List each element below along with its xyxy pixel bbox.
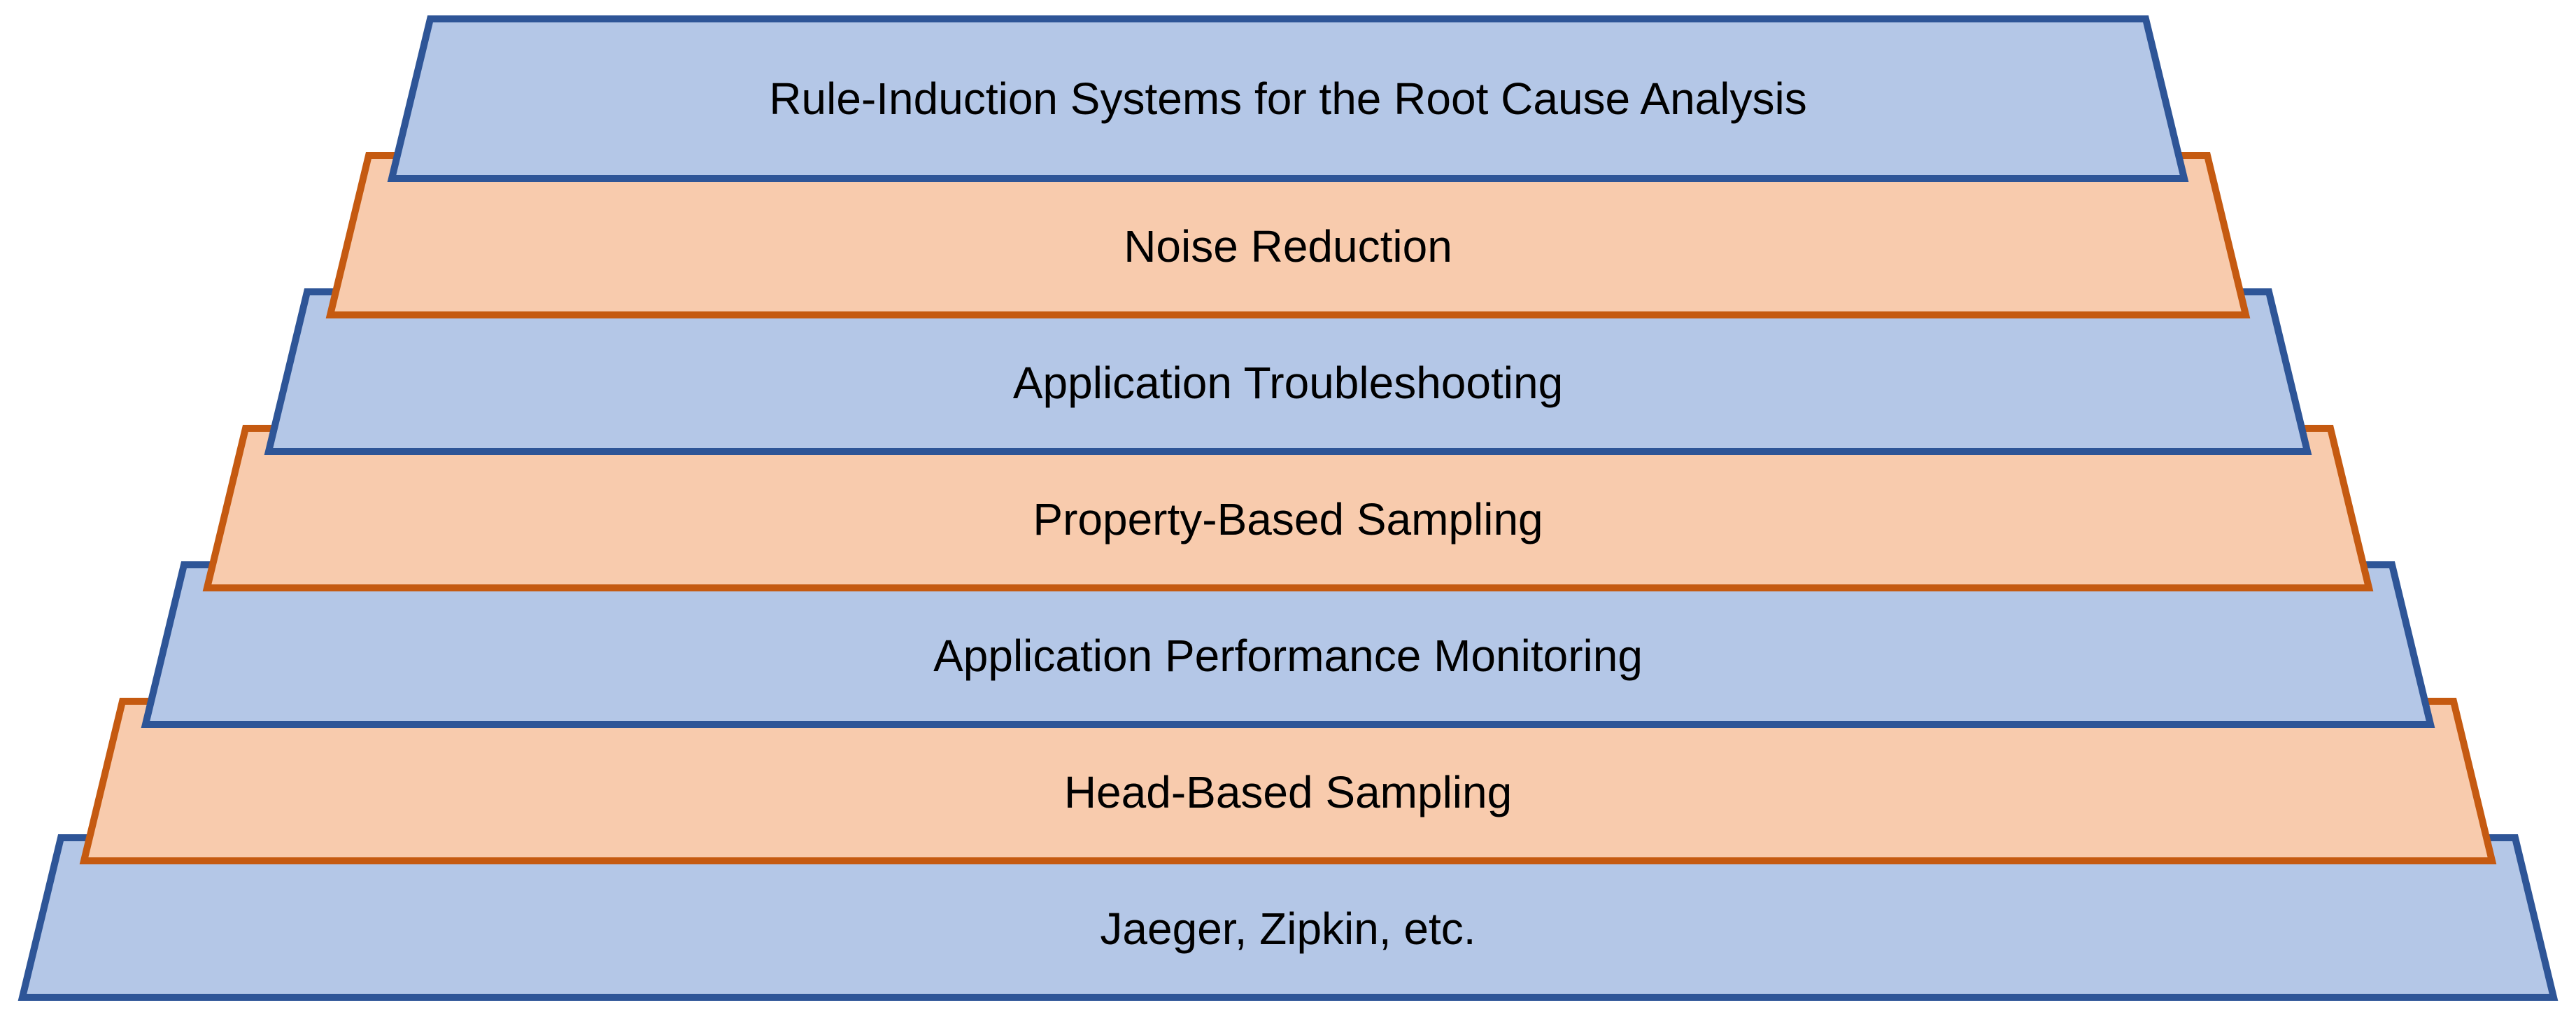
pyramid-layer-label-4: Property-Based Sampling [1033,494,1543,544]
pyramid-layer-label-5: Application Performance Monitoring [933,631,1643,681]
pyramid-layer-1 [387,15,2189,182]
pyramid-layer-label-1: Rule-Induction Systems for the Root Caus… [769,73,1806,124]
pyramid-layer-label-6: Head-Based Sampling [1064,767,1512,817]
pyramid-layer-label-7: Jaeger, Zipkin, etc. [1100,904,1475,954]
pyramid-layer-label-3: Application Troubleshooting [1013,358,1563,408]
pyramid-layer-label-2: Noise Reduction [1124,221,1452,272]
